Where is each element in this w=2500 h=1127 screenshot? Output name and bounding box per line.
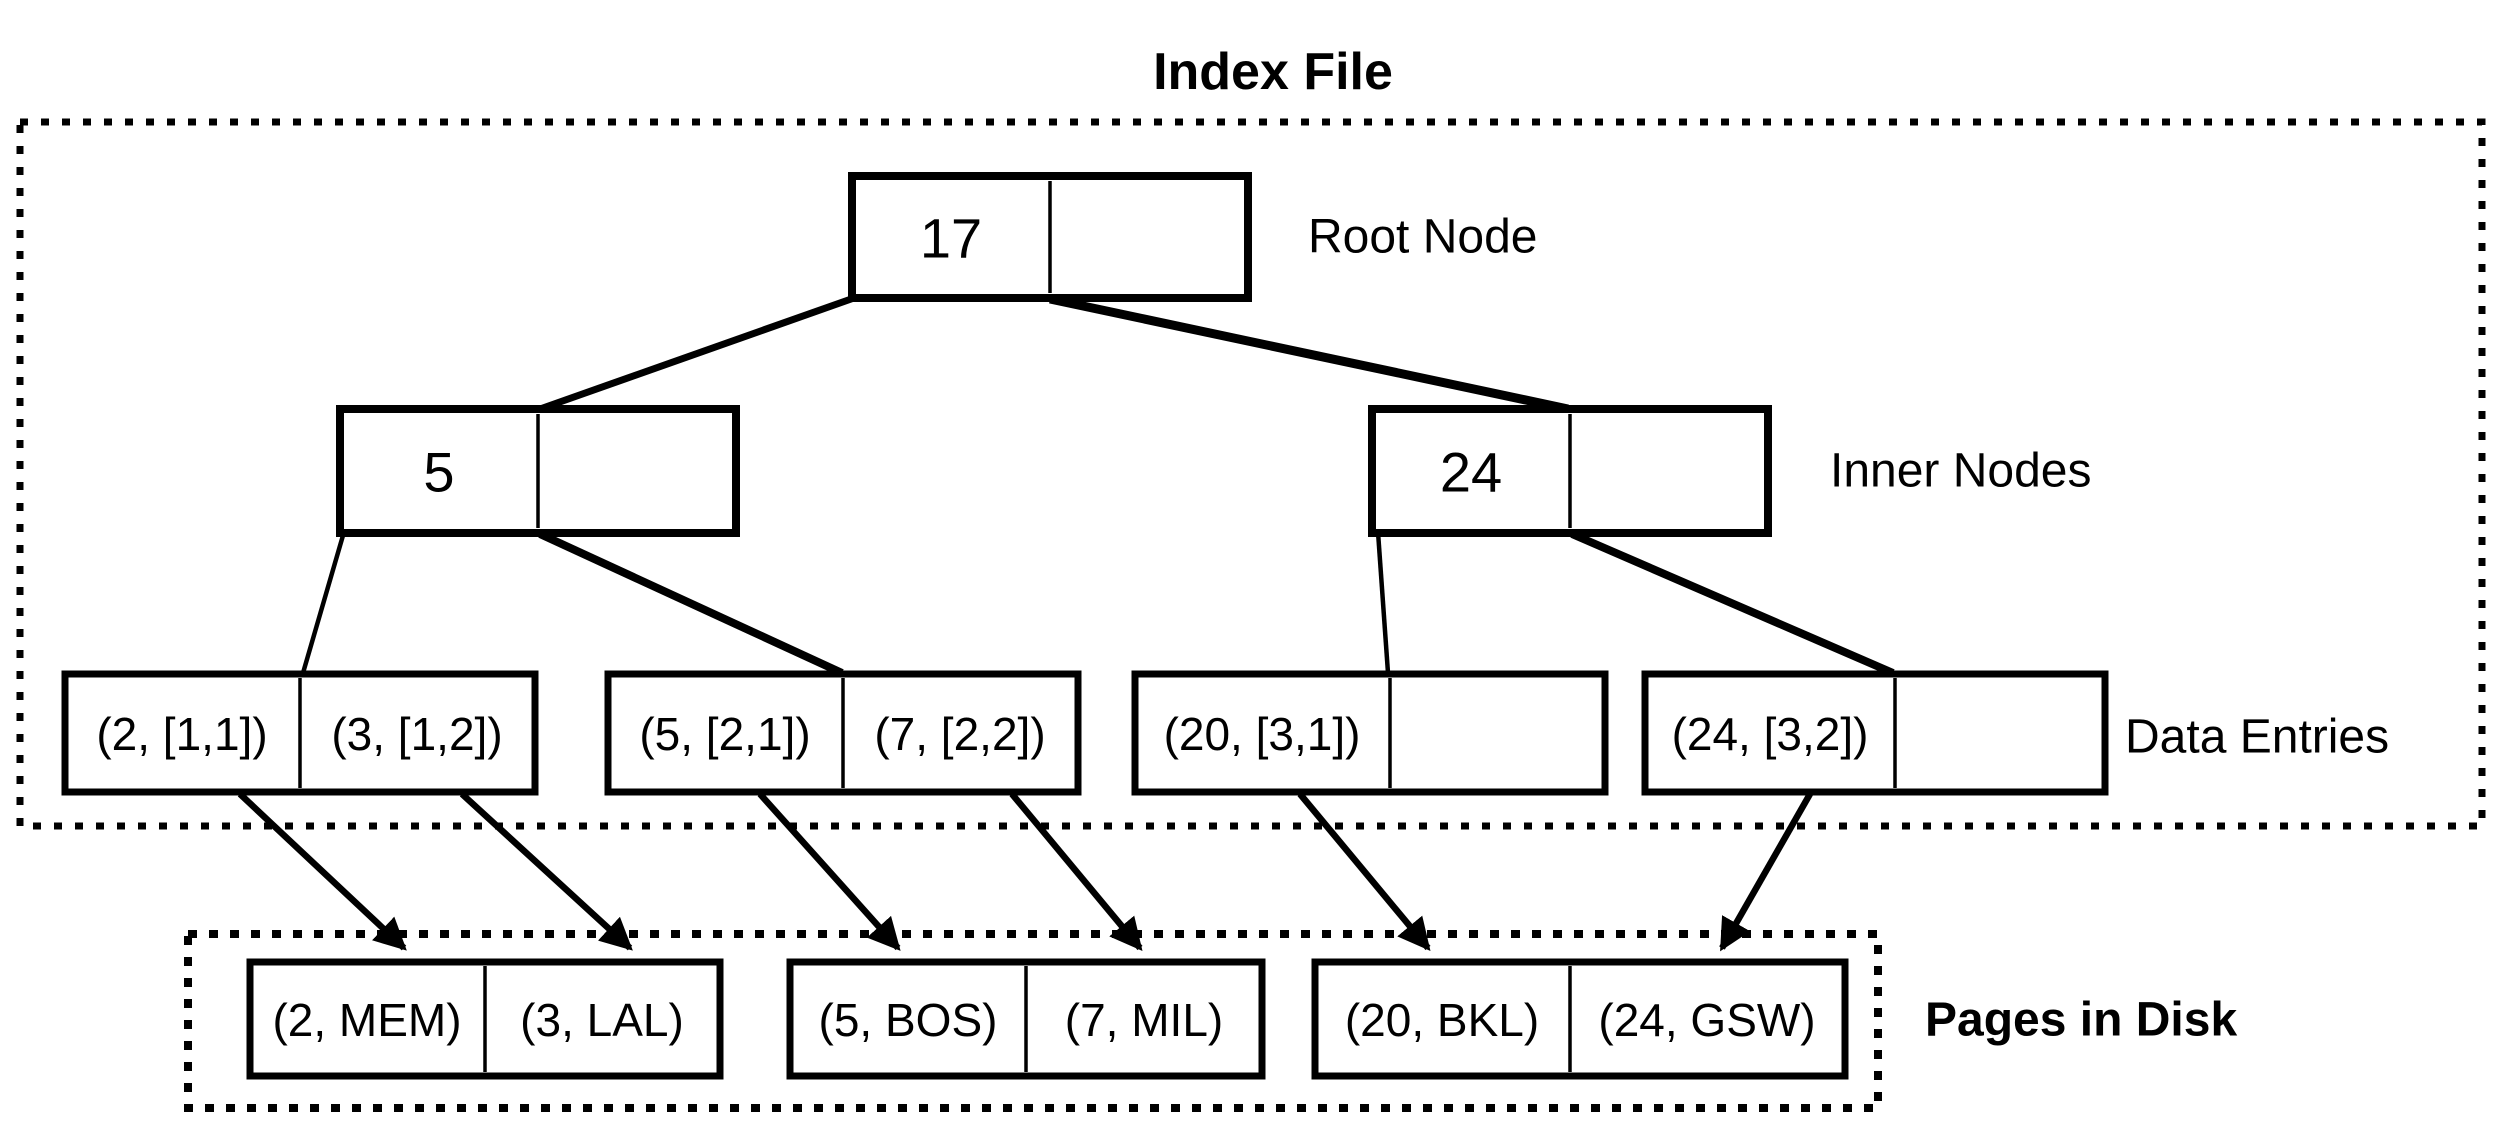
data-entry-cell: (3, [1,2]): [331, 708, 502, 760]
disk-page-cell: (5, BOS): [819, 994, 998, 1046]
edge-root-to-inner-left: [538, 294, 856, 413]
data-entry-cell: (2, [1,1]): [96, 708, 267, 760]
disk-page-cell: (7, MIL): [1065, 994, 1223, 1046]
edge-inner5-to-entry2: [538, 530, 844, 677]
arrow-entry-5-to-page-bos: [757, 791, 901, 951]
inner-node-24: 24: [1368, 405, 1772, 537]
inner-node-5-key: 5: [423, 441, 454, 504]
disk-page-1: (2, MEM) (3, LAL): [246, 958, 724, 1080]
disk-page-cell: (2, MEM): [272, 994, 461, 1046]
disk-page-cell: (20, BKL): [1345, 994, 1539, 1046]
inner-node-24-key: 24: [1440, 441, 1502, 504]
arrow-entry-24-to-page-gsw: [1719, 792, 1813, 952]
inner-nodes-label: Inner Nodes: [1830, 445, 2092, 498]
inner-node-5: 5: [336, 405, 740, 537]
disk-page-cell: (3, LAL): [520, 994, 684, 1046]
root-node-key: 17: [920, 207, 982, 270]
data-entry-cell: (7, [2,2]): [874, 708, 1045, 760]
arrow-entry-2-to-page-mem: [237, 791, 407, 951]
disk-page-3: (20, BKL) (24, GSW): [1311, 958, 1849, 1080]
data-entry-node-1: (2, [1,1]) (3, [1,2]): [61, 670, 539, 796]
disk-page-cell: (24, GSW): [1598, 994, 1815, 1046]
edge-inner24-to-entry3: [1375, 531, 1391, 674]
edge-inner24-to-entry4: [1570, 530, 1895, 677]
arrow-entry-20-to-page-bkl: [1297, 791, 1431, 951]
pages-in-disk-dotted-border: [184, 930, 1882, 1112]
data-entry-node-4: (24, [3,2]): [1641, 670, 2109, 796]
arrow-entry-3-to-page-lal: [459, 791, 633, 951]
arrow-entry-7-to-page-mil: [1009, 791, 1143, 951]
data-entry-node-4-box: [1641, 670, 2109, 796]
index-file-dotted-border: [16, 118, 2486, 830]
root-node: 17: [848, 172, 1252, 302]
data-entry-cell: (24, [3,2]): [1672, 708, 1869, 760]
root-node-label: Root Node: [1308, 211, 1537, 264]
data-entry-node-3-box: [1131, 670, 1609, 796]
data-entry-node-3: (20, [3,1]): [1131, 670, 1609, 796]
data-entry-cell: (5, [2,1]): [639, 708, 810, 760]
data-entries-label: Data Entries: [2125, 711, 2389, 764]
data-entry-cell: (20, [3,1]): [1164, 708, 1361, 760]
disk-page-3-box: [1311, 958, 1849, 1080]
pages-in-disk-label: Pages in Disk: [1925, 994, 2237, 1047]
edge-root-to-inner-right: [1049, 294, 1569, 414]
disk-page-2: (5, BOS) (7, MIL): [786, 958, 1266, 1080]
index-file-title: Index File: [1153, 43, 1393, 101]
edge-inner5-to-entry1: [300, 531, 347, 674]
data-entry-node-2: (5, [2,1]) (7, [2,2]): [604, 670, 1082, 796]
